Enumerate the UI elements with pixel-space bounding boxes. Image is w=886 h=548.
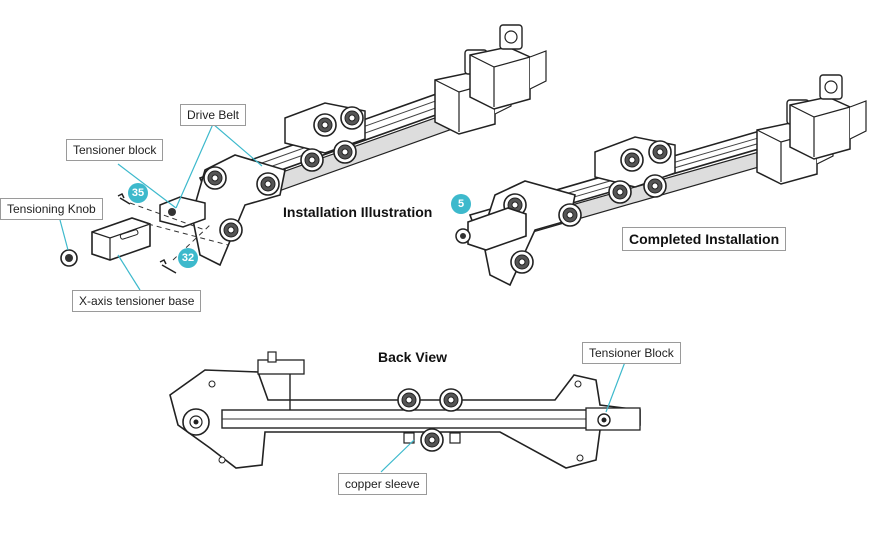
installation-illustration — [59, 24, 547, 291]
completed-installation-title: Completed Installation — [622, 227, 787, 251]
tensioner-block-label: Tensioner block — [66, 139, 164, 161]
back-view-illustration — [169, 351, 641, 473]
completed-illustration — [455, 74, 867, 287]
step-5-badge: 5 — [451, 194, 471, 214]
screw-35-badge: 35 — [128, 183, 148, 203]
copper-sleeve-label: copper sleeve — [338, 473, 427, 495]
x-axis-tensioner-base-label: X-axis tensioner base — [72, 290, 202, 312]
drive-belt-label: Drive Belt — [180, 104, 247, 126]
back-view-title: Back View — [372, 346, 454, 368]
installation-illustration-title: Installation Illustration — [277, 201, 439, 223]
tensioner-block-back-label: Tensioner Block — [582, 342, 681, 364]
tensioning-knob-label: Tensioning Knob — [0, 198, 103, 220]
screw-32-badge: 32 — [178, 248, 198, 268]
